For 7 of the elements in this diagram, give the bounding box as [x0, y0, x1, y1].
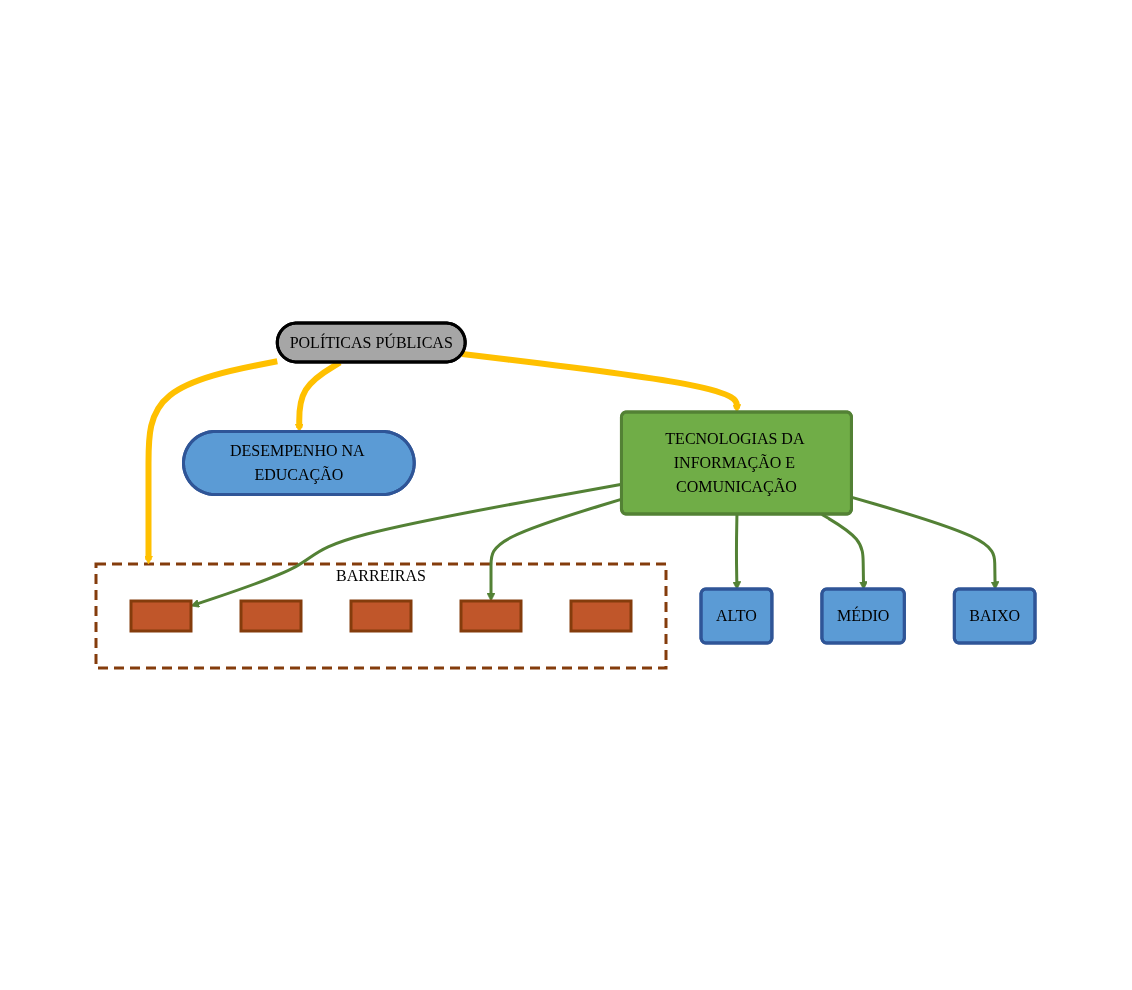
cluster: BARREIRAS: [95, 562, 668, 669]
node-box: [350, 599, 413, 632]
node-box: [130, 599, 193, 632]
node-box: [240, 599, 303, 632]
node-box: [570, 599, 633, 632]
node-box: [460, 599, 523, 632]
arrow: [144, 357, 279, 564]
